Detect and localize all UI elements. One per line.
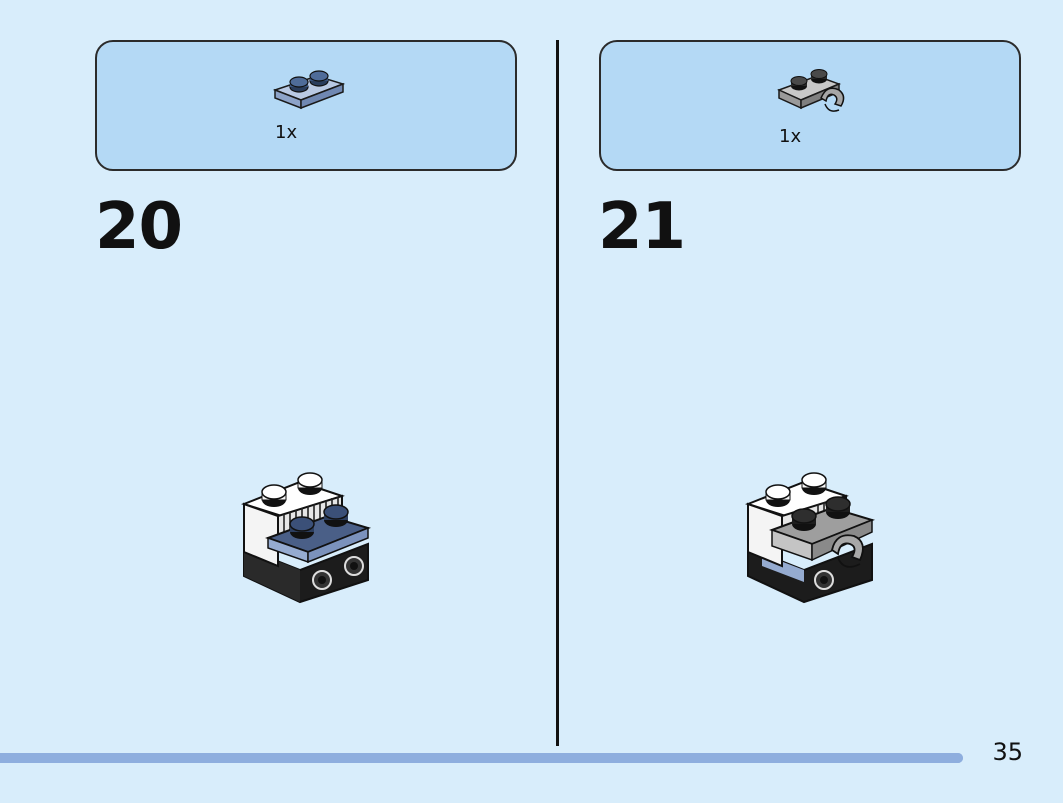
page-progress-bar [0,753,963,763]
part-quantity: 1x [779,126,802,147]
page-divider [556,40,559,746]
parts-callout-step-21: 1x [599,40,1021,171]
part-quantity: 1x [275,122,298,143]
parts-callout-step-20: 1x [95,40,517,171]
build-step-20-model-icon [241,472,372,604]
clip-plate-1x2-icon [777,69,845,112]
plate-1x2-icon [273,70,345,110]
build-step-21-model-icon [745,472,876,604]
step-number: 20 [95,190,183,264]
step-number: 21 [598,190,686,264]
page-number: 35 [992,738,1023,766]
page-progress-fill [0,753,963,763]
